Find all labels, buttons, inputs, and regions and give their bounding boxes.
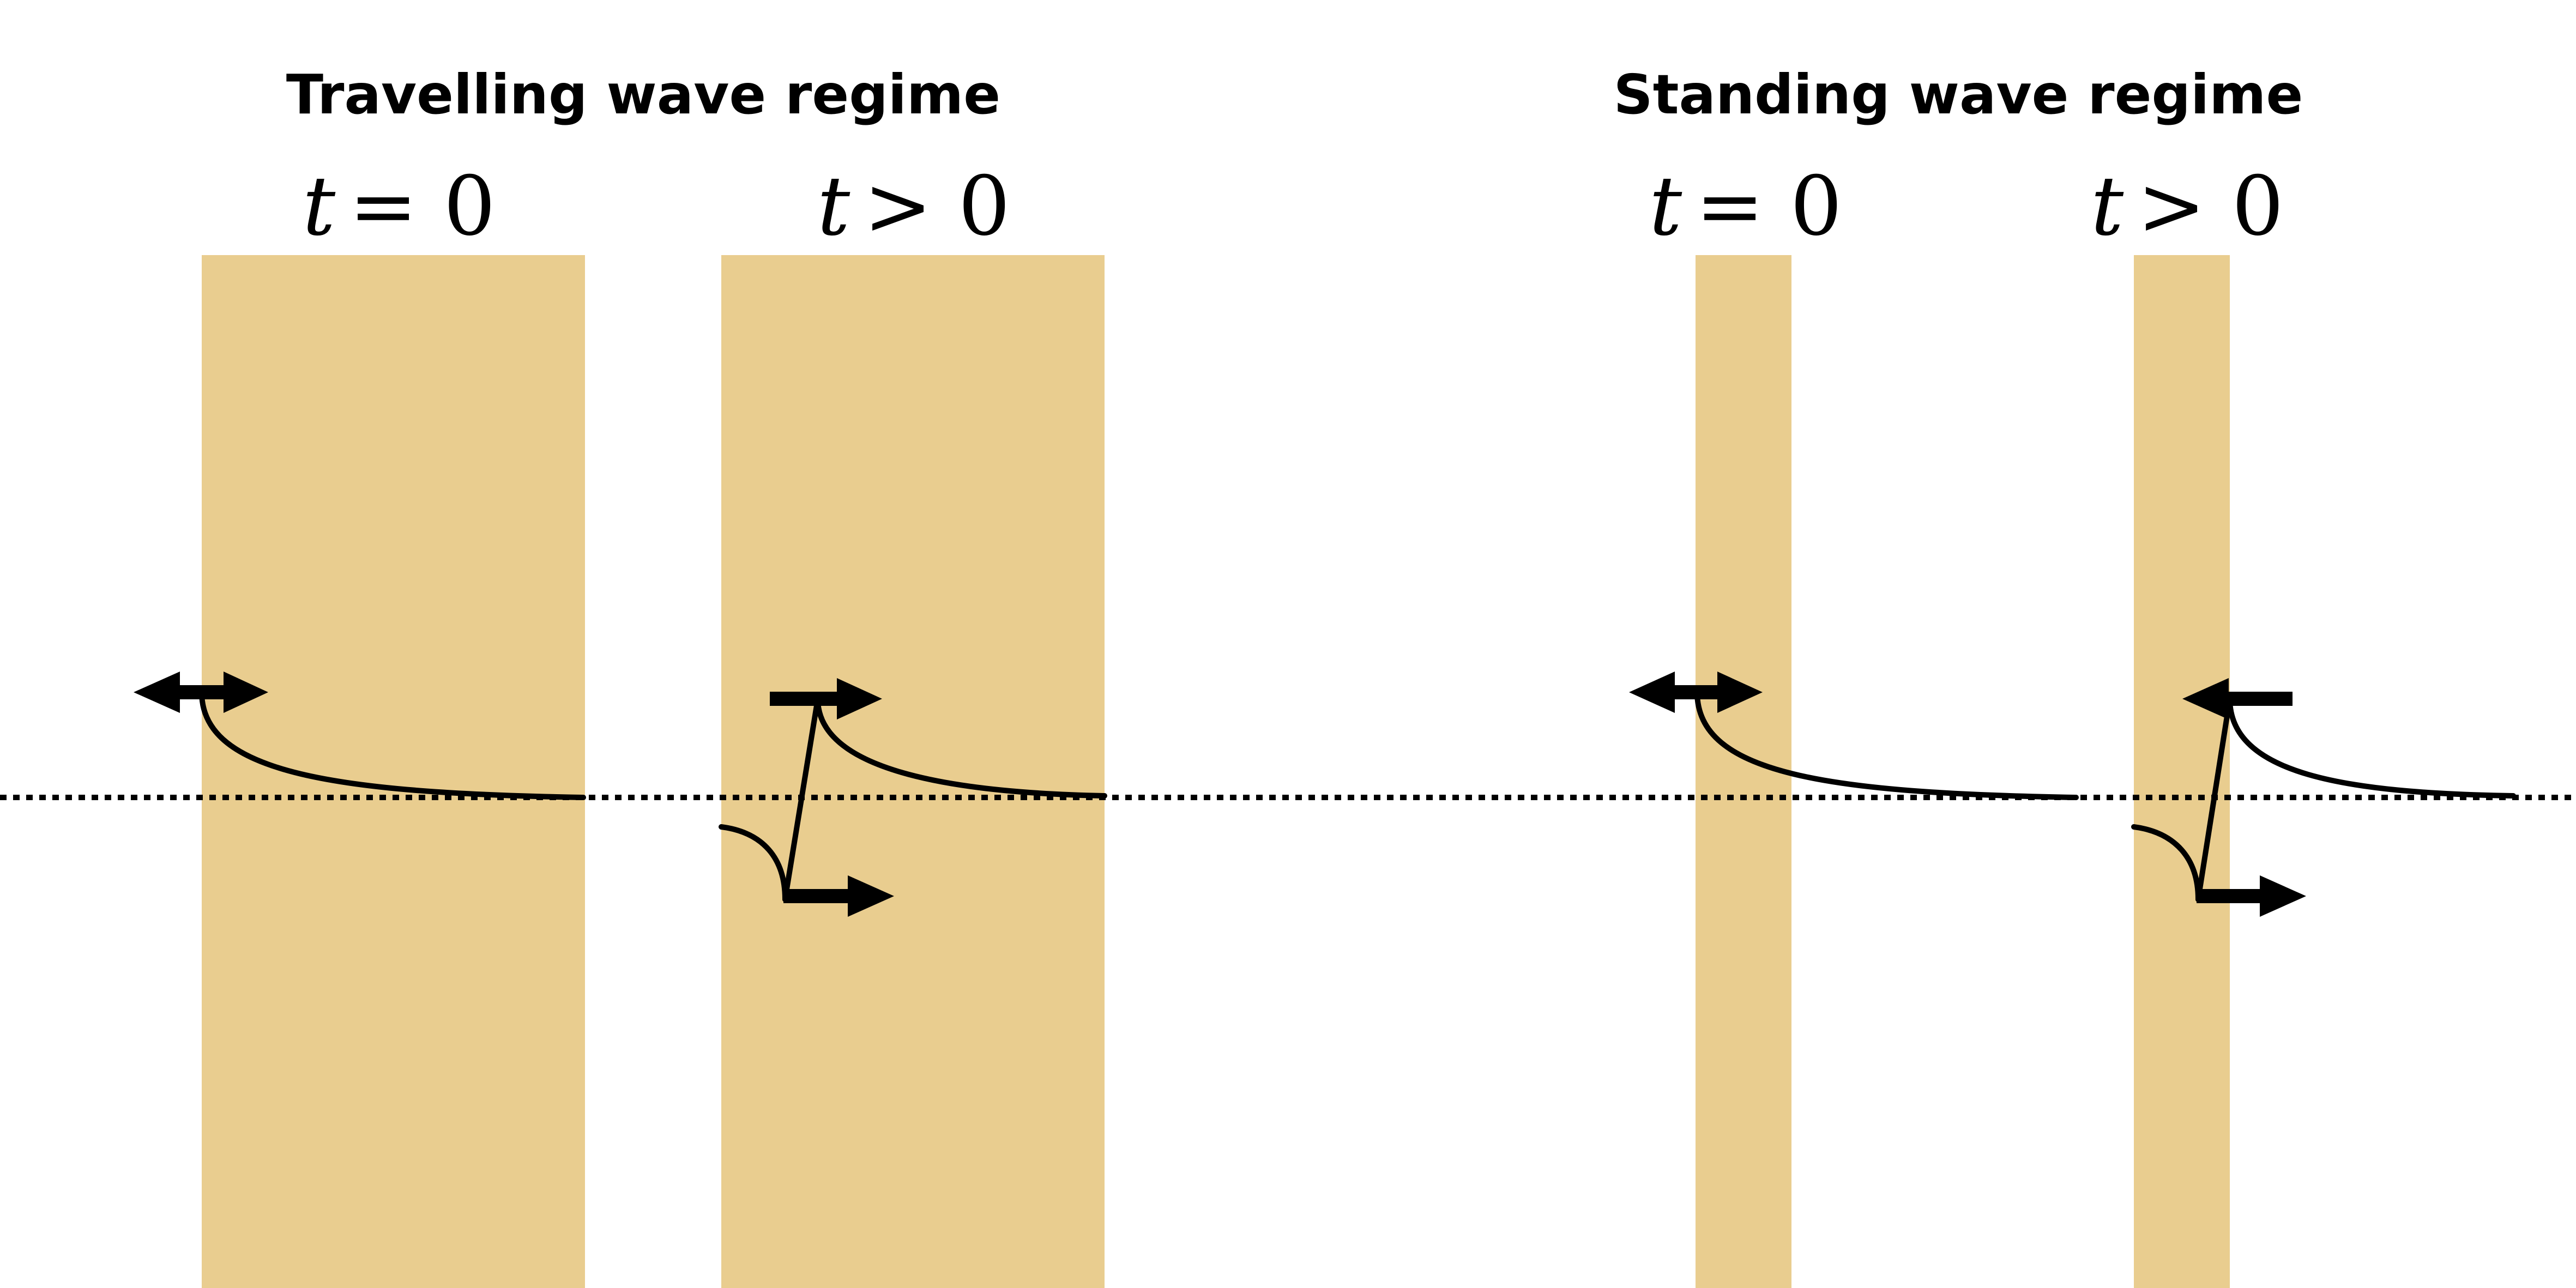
time-label-standing-t0: t= 0 xyxy=(1649,159,1842,254)
time-label-standing-tpos: t> 0 xyxy=(2091,159,2284,254)
arrow-head xyxy=(837,678,882,719)
time-variable: t xyxy=(303,159,336,254)
time-variable: t xyxy=(2091,159,2124,254)
arrow-left-icon xyxy=(2182,678,2293,719)
arrow-head xyxy=(848,875,894,917)
profile-curve xyxy=(199,690,586,800)
arrow-right-icon xyxy=(783,875,894,917)
time-relation: > 0 xyxy=(864,159,1010,254)
trailing-curve xyxy=(2131,824,2201,902)
connector-line xyxy=(782,696,821,902)
time-relation: = 0 xyxy=(1696,159,1842,254)
time-label-travelling-t0: t= 0 xyxy=(303,159,496,254)
double-arrow-icon xyxy=(1629,672,1763,713)
panel-travelling-t0 xyxy=(134,672,586,800)
double-arrow-icon xyxy=(134,672,268,713)
connector-line xyxy=(2195,696,2233,902)
arrow-head-right xyxy=(1717,672,1763,713)
medium-strip-standing-tpos xyxy=(2134,255,2230,1288)
arrow-head-left xyxy=(1629,672,1675,713)
heading-travelling-regime: Travelling wave regime xyxy=(286,63,1000,126)
time-variable: t xyxy=(1649,159,1682,254)
profile-curve xyxy=(815,696,1107,799)
profile-curve xyxy=(1694,690,2079,800)
time-variable: t xyxy=(817,159,850,254)
panel-standing-t0 xyxy=(1629,672,2079,800)
arrow-head xyxy=(2260,875,2306,917)
time-relation: > 0 xyxy=(2137,159,2284,254)
panel-standing-tpos xyxy=(2131,678,2516,917)
medium-strip-travelling-tpos xyxy=(721,255,1105,1288)
time-label-travelling-tpos: t> 0 xyxy=(817,159,1010,254)
arrow-head-right xyxy=(224,672,268,713)
panel-travelling-tpos xyxy=(719,678,1107,917)
arrow-right-icon xyxy=(2197,875,2306,917)
arrow-head-left xyxy=(134,672,180,713)
arrow-right-icon xyxy=(770,678,882,719)
time-relation: = 0 xyxy=(349,159,496,254)
medium-strip-travelling-t0 xyxy=(202,255,585,1288)
trailing-curve xyxy=(719,824,788,902)
arrow-head xyxy=(2182,678,2229,719)
profile-curve xyxy=(2227,696,2516,799)
heading-standing-regime: Standing wave regime xyxy=(1614,63,2303,126)
